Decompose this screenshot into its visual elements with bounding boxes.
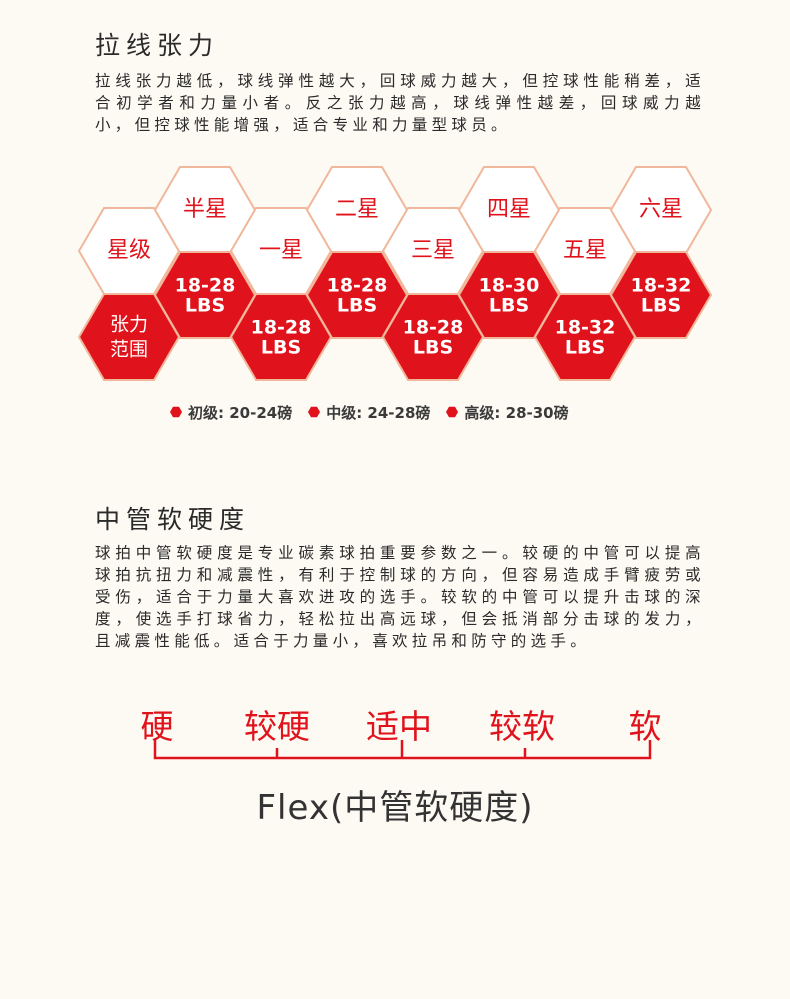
tension-range-unit: LBS [565, 337, 605, 359]
star-level-label: 二星 [335, 197, 379, 222]
flex-caption: Flex(中管软硬度) [256, 788, 534, 828]
tension-range-value: 18-28 [251, 317, 312, 339]
tension-range-unit: LBS [261, 337, 301, 359]
tension-range-unit: LBS [413, 337, 453, 359]
tension-range-value: 18-28 [327, 275, 388, 297]
flex-description: 球拍中管软硬度是专业碳素球拍重要参数之一。较硬的中管可以提高球拍抗扭力和减震性，… [95, 544, 705, 650]
legend-item-intermediate: 中级: 24-28磅 [308, 402, 430, 423]
star-level-label: 六星 [639, 197, 683, 222]
star-level-label: 半星 [183, 197, 227, 222]
tension-range-hex [381, 293, 485, 381]
tension-range-hex [457, 251, 561, 339]
flex-label-medium: 适中 [366, 707, 432, 746]
range-header-label: 张力 [110, 314, 148, 336]
flex-title: 中管软硬度 [95, 505, 251, 534]
flex-label-soft: 软 [628, 707, 662, 746]
tension-range-unit: LBS [185, 295, 225, 317]
tension-range-hex [153, 251, 257, 339]
tension-range-value: 18-28 [175, 275, 236, 297]
stars-header-label: 星级 [107, 238, 151, 263]
star-level-label: 三星 [411, 238, 455, 263]
hexagon-bullet-icon [308, 406, 321, 418]
tension-range-hex [533, 293, 637, 381]
tension-description: 拉线张力越低，球线弹性越大，回球威力越大，但控球性能稍差，适合初学者和力量小者。… [95, 72, 705, 134]
range-header-label: 范围 [110, 339, 148, 361]
tension-range-hex [609, 251, 713, 339]
tension-range-value: 18-32 [631, 275, 692, 297]
star-level-label: 一星 [259, 238, 303, 263]
tension-range-unit: LBS [337, 295, 377, 317]
tension-range-value: 18-32 [555, 317, 616, 339]
tension-legend: 初级: 20-24磅 中级: 24-28磅 高级: 28-30磅 [170, 400, 640, 424]
flex-label-stiff: 较硬 [244, 707, 310, 746]
tension-range-value: 18-28 [403, 317, 464, 339]
star-level-label: 四星 [487, 197, 531, 222]
tension-range-hex [305, 251, 409, 339]
range-header-hex [77, 293, 181, 381]
legend-label: 中级: 24-28磅 [326, 403, 431, 422]
tension-range-unit: LBS [489, 295, 529, 317]
flex-label-flexible: 较软 [489, 707, 555, 746]
tension-range-unit: LBS [641, 295, 681, 317]
flex-label-hard: 硬 [140, 707, 174, 746]
star-level-label: 五星 [563, 238, 607, 263]
legend-item-beginner: 初级: 20-24磅 [170, 402, 292, 423]
tension-range-value: 18-30 [479, 275, 540, 297]
tension-range-hex [229, 293, 333, 381]
hexagon-bullet-icon [446, 406, 459, 418]
tension-hex-grid: 星级张力范围半星18-28LBS一星18-28LBS二星18-28LBS三星18… [77, 166, 713, 381]
tension-title: 拉线张力 [95, 31, 220, 60]
legend-label: 初级: 20-24磅 [188, 403, 293, 422]
hexagon-bullet-icon [170, 406, 182, 418]
legend-label: 高级: 28-30磅 [464, 403, 569, 422]
legend-item-advanced: 高级: 28-30磅 [446, 402, 569, 423]
